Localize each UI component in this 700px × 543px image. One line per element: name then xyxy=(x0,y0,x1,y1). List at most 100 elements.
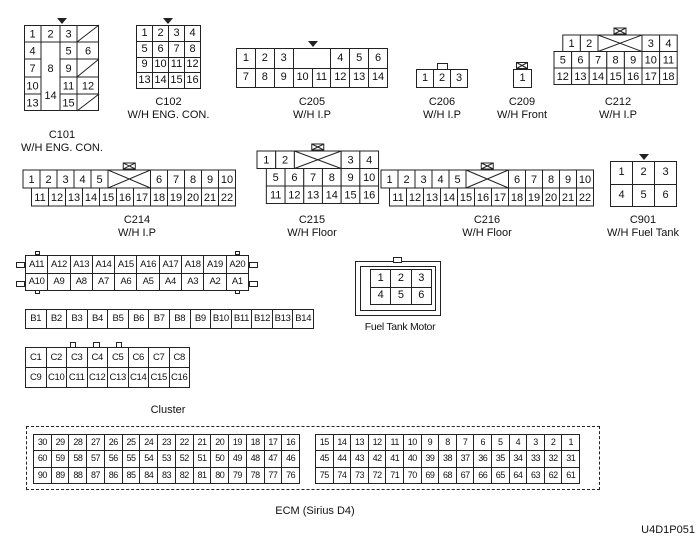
connector-c901-desc: W/H Fuel Tank xyxy=(607,227,679,239)
pin-c216-label: 1 xyxy=(386,174,392,186)
pin-c212-label: 5 xyxy=(560,55,566,67)
pin-c214-label: 6 xyxy=(156,174,162,186)
pin-b_block: B6 xyxy=(128,310,149,328)
pin-c212 xyxy=(659,67,678,85)
pin-c102: 15 xyxy=(169,73,184,88)
pin-ecm_right: 66 xyxy=(474,467,491,483)
pin-cluster: C3 xyxy=(67,348,87,367)
pin-c216-label: 10 xyxy=(579,174,591,186)
connector-c212-desc: W/H I.P xyxy=(599,109,637,121)
pin-fuel_tank_motor: 5 xyxy=(391,287,411,304)
pin-ecm_right: 2 xyxy=(544,435,562,451)
pin-c215-label: 1 xyxy=(263,155,269,167)
connector-c901-name: C901 xyxy=(629,214,657,226)
connector-c215-desc: W/H Floor xyxy=(287,227,337,239)
pin-c212-label: 12 xyxy=(557,71,569,83)
pin-b_block: B8 xyxy=(169,310,190,328)
connector-fuel-tank-motor-name: Fuel Tank Motor xyxy=(364,321,436,333)
pin-c216 xyxy=(576,187,594,207)
pin-c214-label: 1 xyxy=(28,174,34,186)
connector-c209-desc: W/H Front xyxy=(496,109,548,121)
pin-c901: 4 xyxy=(611,184,632,206)
pin-c215-label: 11 xyxy=(270,190,281,202)
connector-c214-name: C214 xyxy=(123,214,151,226)
pin-ecm_right: 12 xyxy=(368,435,386,451)
c101-pin: 1 xyxy=(29,29,35,41)
pin-ecm_right: 4 xyxy=(509,435,527,451)
pin-c216-label: 4 xyxy=(437,174,443,186)
pin-b_block: B12 xyxy=(252,310,272,328)
pin-c214-label: 20 xyxy=(187,192,199,204)
pin-a_block: A15 xyxy=(115,256,137,273)
pin-c102: 9 xyxy=(137,57,152,73)
pin-a_block: A3 xyxy=(182,273,204,290)
pin-c205: 9 xyxy=(274,68,293,87)
pin-ecm_left: 22 xyxy=(175,435,193,451)
pin-c216-label: 8 xyxy=(548,174,554,186)
pin-c215-label: 4 xyxy=(366,155,372,167)
pin-ecm_left: 26 xyxy=(104,435,122,451)
pin-ecm_left: 81 xyxy=(193,467,211,483)
pin-a_block: A16 xyxy=(137,256,159,273)
pin-ecm_right: 73 xyxy=(351,467,368,483)
a-block-tab-icon xyxy=(249,281,258,287)
connector-c205-name: C205 xyxy=(298,96,326,108)
pin-c216-label: 19 xyxy=(528,192,540,204)
pin-c214-label: 15 xyxy=(102,192,114,204)
pin-ecm_left: 82 xyxy=(175,467,193,483)
pin-c205: 1 xyxy=(237,49,255,68)
pin-c216-label: 18 xyxy=(511,192,523,204)
pin-c214-label: 12 xyxy=(51,192,63,204)
pin-c216-label: 6 xyxy=(514,174,520,186)
pin-c215-label: 6 xyxy=(291,172,297,184)
pin-c214-label: 16 xyxy=(119,192,131,204)
latch-icon xyxy=(393,257,402,263)
pin-c215-label: 2 xyxy=(282,155,288,167)
pin-c901: 1 xyxy=(611,162,632,184)
pin-c212-label: 13 xyxy=(574,71,586,83)
pin-ecm_left: 23 xyxy=(158,435,175,451)
pin-c214-label: 19 xyxy=(170,192,182,204)
pin-ecm_right: 41 xyxy=(386,451,403,467)
pin-cluster: C6 xyxy=(128,348,148,367)
pin-ecm_left: 27 xyxy=(87,435,104,451)
pin-ecm_right: 69 xyxy=(421,467,439,483)
pin-ecm_right: 75 xyxy=(316,467,333,483)
pin-ecm_left: 87 xyxy=(87,467,104,483)
latch-x-icon xyxy=(481,162,494,170)
pin-ecm_left: 28 xyxy=(69,435,87,451)
pin-ecm_right: 63 xyxy=(527,467,544,483)
pin-c102: 16 xyxy=(185,73,200,88)
pin-c215-label: 5 xyxy=(273,172,279,184)
pin-c214-label: 2 xyxy=(45,174,51,186)
pin-ecm_left: 80 xyxy=(211,467,229,483)
pin-ecm_right: 42 xyxy=(368,451,386,467)
pin-c215-label: 10 xyxy=(363,172,375,184)
pin-c212-label: 9 xyxy=(630,55,636,67)
pin-c212-label: 14 xyxy=(592,71,604,83)
pin-c216-label: 22 xyxy=(579,192,591,204)
pin-c205: 13 xyxy=(350,68,369,87)
pin-b_block: B14 xyxy=(293,310,313,328)
pin-ecm_left: 90 xyxy=(34,467,51,483)
pin-cluster: C7 xyxy=(149,348,169,367)
pin-ecm_left: 21 xyxy=(193,435,211,451)
pin-c205: 2 xyxy=(255,49,274,68)
pin-c102: 6 xyxy=(153,41,168,57)
pin-ecm_left: 54 xyxy=(140,451,158,467)
pin-c901: 2 xyxy=(633,162,654,184)
pin-c214-label: 21 xyxy=(204,192,216,204)
pin-ecm_right: 40 xyxy=(404,451,421,467)
pin-b_block: B3 xyxy=(67,310,87,328)
pin-cluster: C10 xyxy=(46,368,66,387)
c101-pin: 14 xyxy=(44,90,56,102)
cluster-clip-icon xyxy=(70,342,76,348)
pin-ecm_left: 60 xyxy=(34,451,51,467)
pin-b_block: B10 xyxy=(211,310,231,328)
pin-c215-label: 8 xyxy=(329,172,335,184)
pin-ecm_left: 52 xyxy=(175,451,193,467)
